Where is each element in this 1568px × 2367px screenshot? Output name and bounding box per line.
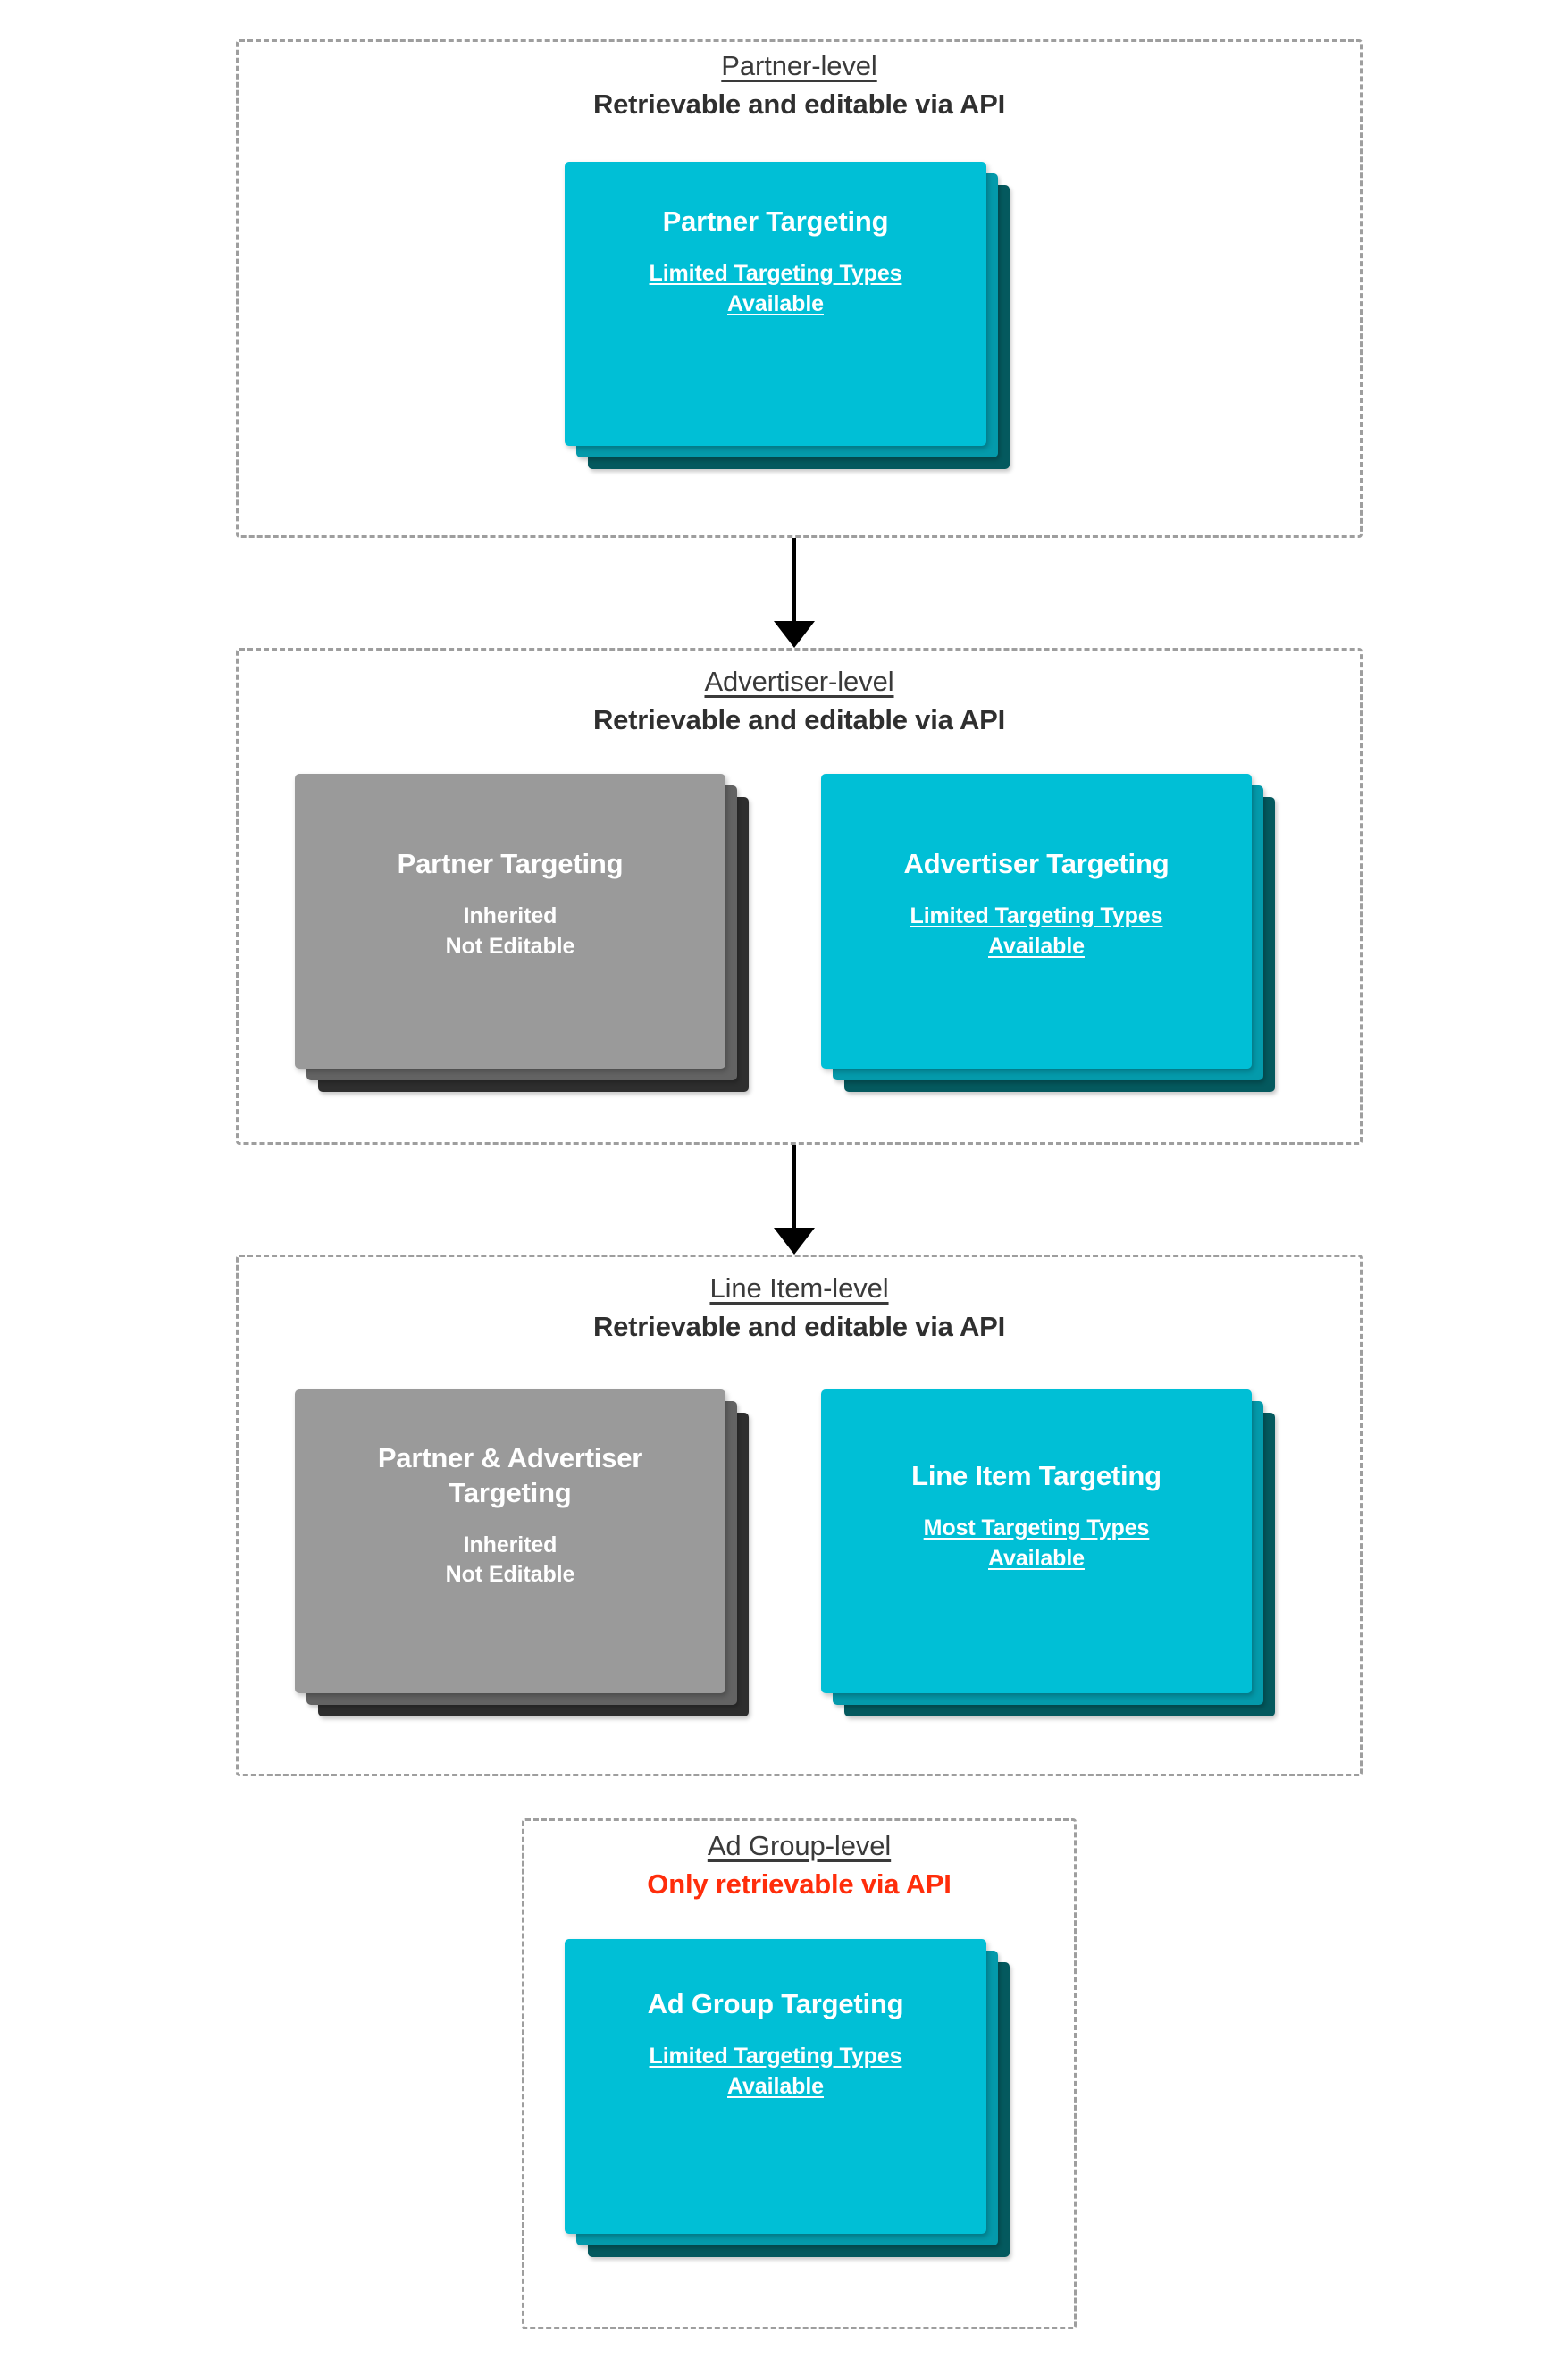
arrow-shaft	[792, 1145, 796, 1230]
card-subtitle: Limited Targeting Types Available	[649, 2043, 902, 2099]
card-layer-front	[295, 774, 725, 1069]
connector-arrow-advertiser-to-line-item	[774, 1145, 815, 1255]
card-body-advertiser-targeting: Advertiser Targeting Limited Targeting T…	[821, 774, 1252, 961]
card-body-inherited-partner-targeting: Partner Targeting Inherited Not Editable	[295, 774, 725, 961]
card-subtitle: Inherited Not Editable	[445, 1532, 575, 1588]
card-title: Partner Targeting	[397, 848, 624, 879]
card-title: Ad Group Targeting	[647, 1988, 904, 2019]
card-layer-front	[565, 162, 986, 446]
card-title: Advertiser Targeting	[903, 848, 1170, 879]
level-box-advertiser	[236, 648, 1363, 1145]
card-subtitle: Inherited Not Editable	[445, 902, 575, 959]
card-stack-inherited-partner-advertiser-targeting[interactable]: Partner & Advertiser Targeting Inherited…	[295, 1389, 768, 1738]
card-stack-advertiser-targeting[interactable]: Advertiser Targeting Limited Targeting T…	[821, 774, 1295, 1122]
level-box-line-item	[236, 1255, 1363, 1776]
card-layer-front	[821, 1389, 1252, 1693]
card-body-line-item-targeting: Line Item Targeting Most Targeting Types…	[821, 1389, 1252, 1574]
connector-arrow-partner-to-advertiser	[774, 538, 815, 648]
card-layer-front	[295, 1389, 725, 1693]
card-body-inherited-partner-advertiser-targeting: Partner & Advertiser Targeting Inherited…	[295, 1389, 725, 1591]
arrow-head	[774, 1228, 815, 1255]
arrow-head	[774, 621, 815, 648]
card-subtitle: Limited Targeting Types Available	[910, 902, 1163, 959]
card-title: Partner & Advertiser Targeting	[377, 1442, 643, 1508]
level-box-ad-group	[522, 1818, 1077, 2329]
card-stack-line-item-targeting[interactable]: Line Item Targeting Most Targeting Types…	[821, 1389, 1295, 1738]
card-layer-front	[565, 1939, 986, 2234]
card-stack-ad-group-targeting[interactable]: Ad Group Targeting Limited Targeting Typ…	[565, 1939, 1038, 2280]
card-body-partner-targeting: Partner Targeting Limited Targeting Type…	[565, 162, 986, 319]
card-stack-inherited-partner-targeting[interactable]: Partner Targeting Inherited Not Editable	[295, 774, 768, 1122]
arrow-shaft	[792, 538, 796, 624]
card-title: Line Item Targeting	[911, 1460, 1161, 1491]
card-subtitle: Most Targeting Types Available	[923, 1515, 1150, 1571]
card-subtitle: Limited Targeting Types Available	[649, 260, 902, 316]
card-body-ad-group-targeting: Ad Group Targeting Limited Targeting Typ…	[565, 1939, 986, 2102]
card-title: Partner Targeting	[662, 206, 889, 237]
level-box-partner	[236, 39, 1363, 538]
card-layer-front	[821, 774, 1252, 1069]
card-stack-partner-targeting[interactable]: Partner Targeting Limited Targeting Type…	[565, 162, 1038, 483]
